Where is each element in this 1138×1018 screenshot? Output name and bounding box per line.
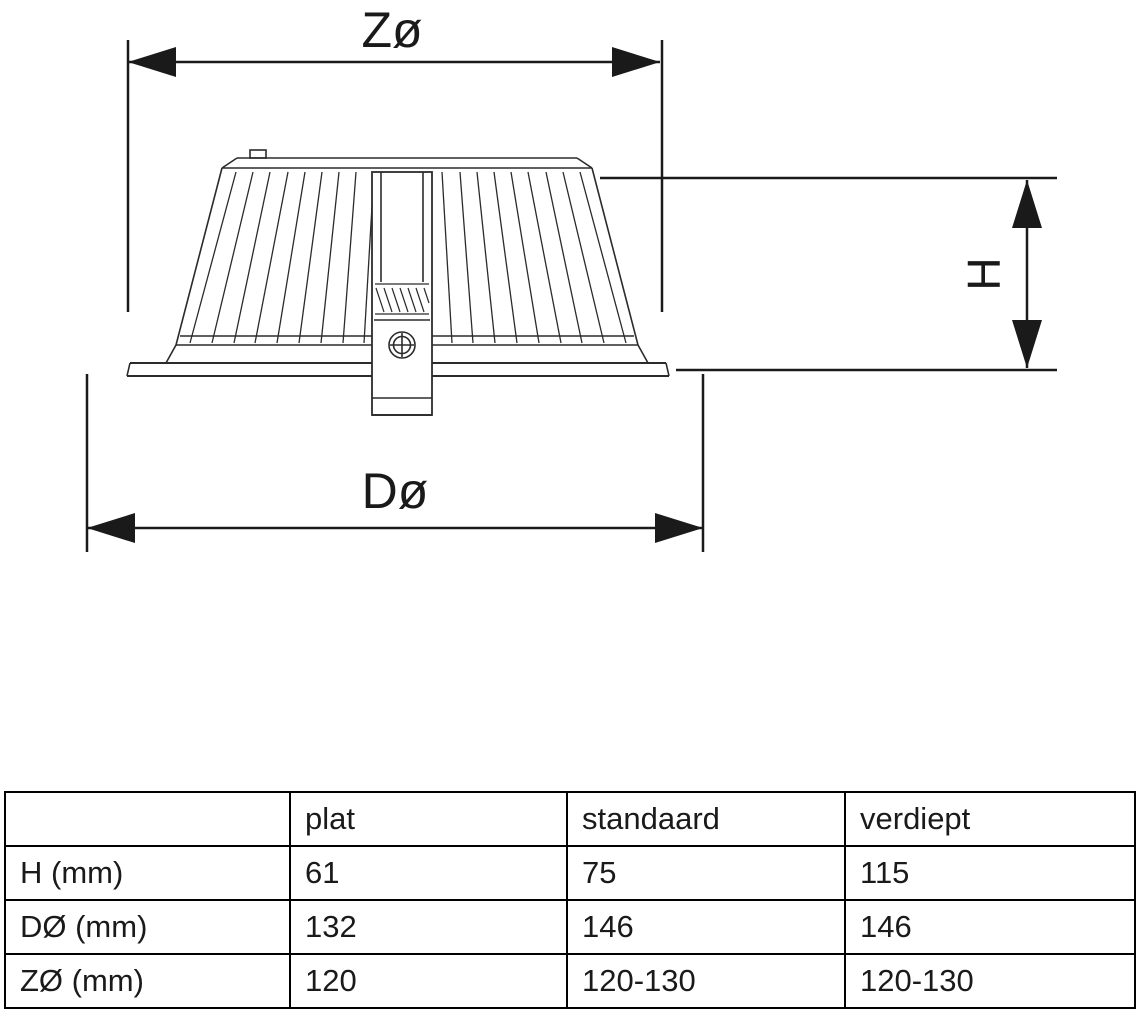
- table-header-row: plat standaard verdiept: [4, 791, 1136, 847]
- arrowhead-left-icon: [87, 513, 135, 543]
- table-header-empty: [4, 791, 291, 847]
- dim-zo-label: Zø: [361, 2, 422, 58]
- row-label: H (mm): [4, 845, 291, 901]
- dimensions-table: plat standaard verdiept H (mm) 61 75 115…: [4, 791, 1136, 1009]
- arrowhead-right-icon: [612, 47, 660, 77]
- arrowhead-right-icon: [655, 513, 703, 543]
- cell-value: 75: [566, 845, 846, 901]
- cell-value: 120-130: [566, 953, 846, 1009]
- product-dimension-drawing: Zø: [85, 2, 1057, 552]
- table-row-zo: ZØ (mm) 120 120-130 120-130: [4, 953, 1136, 1009]
- cell-value: 115: [844, 845, 1136, 901]
- table-header-verdiept: verdiept: [844, 791, 1136, 847]
- cell-value: 146: [844, 899, 1136, 955]
- row-label: DØ (mm): [4, 899, 291, 955]
- dimension-h: H: [600, 176, 1057, 372]
- dim-h-label: H: [958, 257, 1010, 290]
- cell-value: 120-130: [844, 953, 1136, 1009]
- dim-do-label: Dø: [362, 463, 429, 519]
- row-label: ZØ (mm): [4, 953, 291, 1009]
- arrowhead-up-icon: [1012, 180, 1042, 228]
- table-header-standaard: standaard: [566, 791, 846, 847]
- dimension-zo: Zø: [126, 2, 664, 312]
- screw-icon: [388, 331, 416, 359]
- dimension-do: Dø: [85, 374, 705, 552]
- arrowhead-down-icon: [1012, 320, 1042, 368]
- table-header-plat: plat: [289, 791, 568, 847]
- downlight-side-view: [126, 149, 670, 416]
- cell-value: 120: [289, 953, 568, 1009]
- cell-value: 132: [289, 899, 568, 955]
- cell-value: 61: [289, 845, 568, 901]
- arrowhead-left-icon: [128, 47, 176, 77]
- cell-value: 146: [566, 899, 846, 955]
- table-row-do: DØ (mm) 132 146 146: [4, 899, 1136, 955]
- spring-coil: [375, 283, 430, 315]
- table-row-h: H (mm) 61 75 115: [4, 845, 1136, 901]
